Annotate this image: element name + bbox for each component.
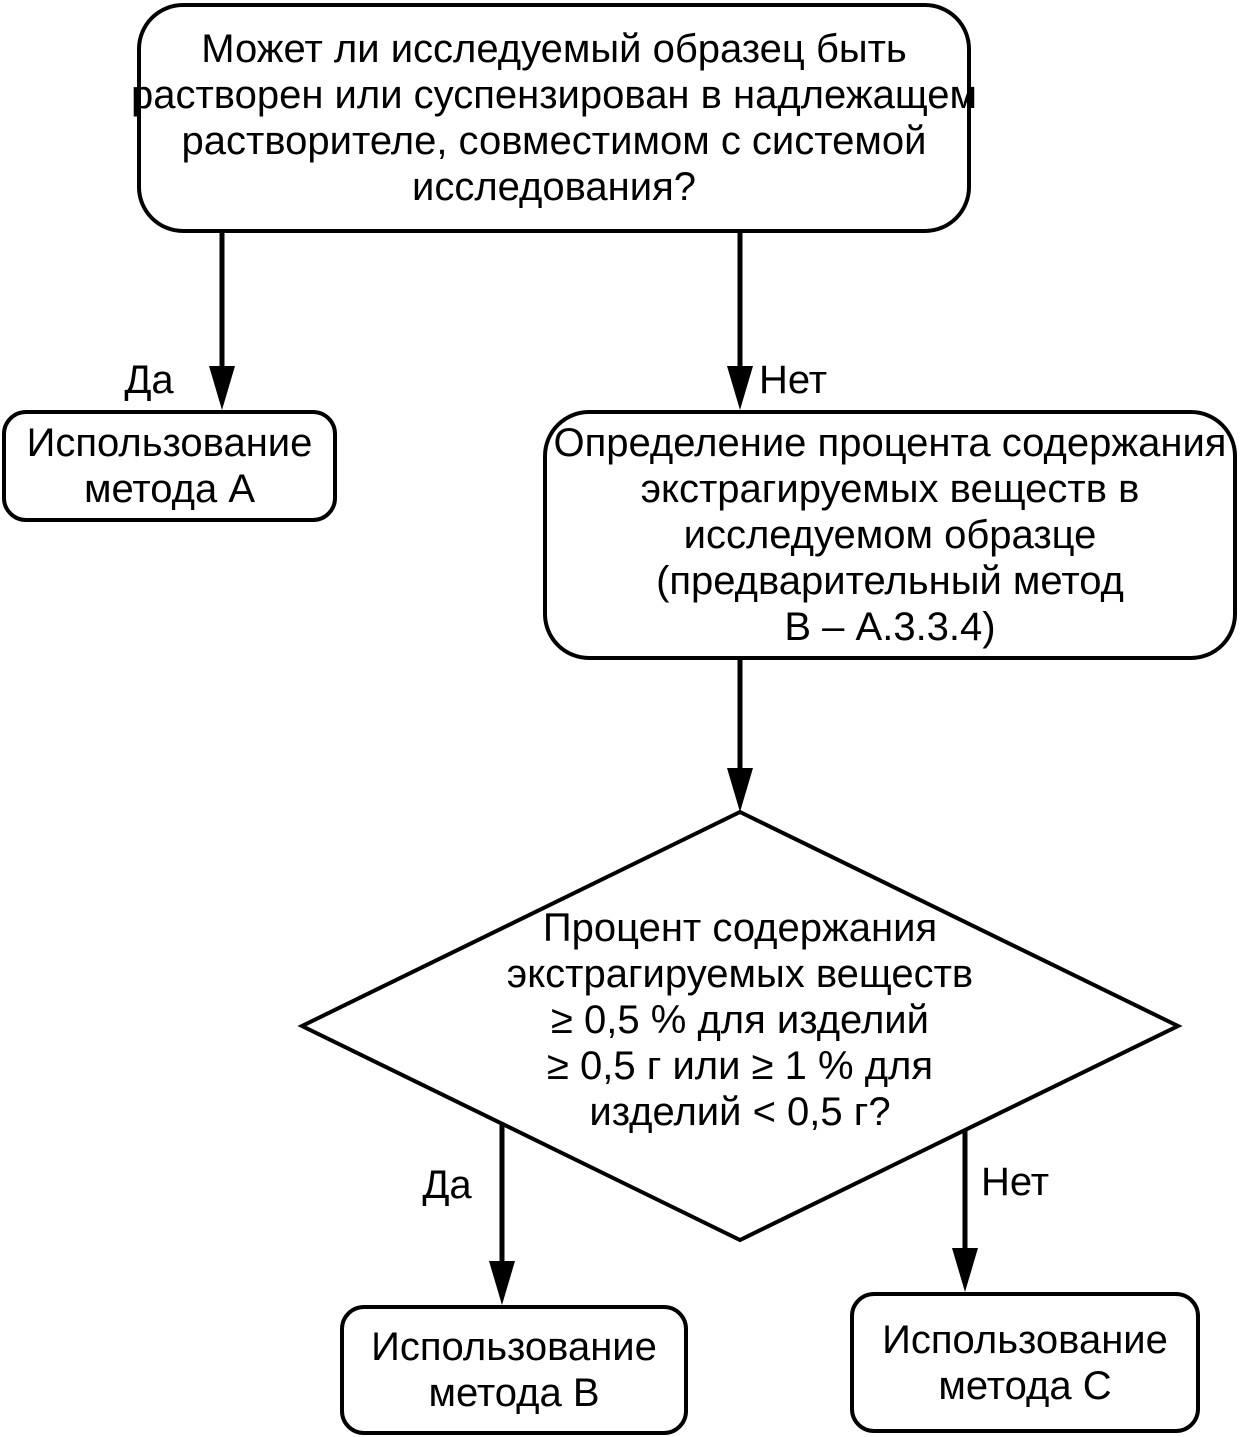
node-method-b-text: Использование метода В <box>371 1324 657 1416</box>
text-line: Использование <box>26 421 313 465</box>
node-solubility-question: Может ли исследуемый образец быть раство… <box>131 3 977 233</box>
edge-label-no2: Нет <box>980 1160 1050 1204</box>
text-line: изделий < 0,5 г? <box>589 1090 891 1134</box>
edge-label-yes2: Да <box>422 1163 472 1207</box>
text-line: Использование <box>371 1325 657 1369</box>
decision-diamond-shape <box>297 809 1183 1243</box>
edge-to-decision-arrowhead-icon <box>727 768 753 812</box>
text-line: растворителе, совместимом с системой <box>181 119 927 163</box>
text-line: ≥ 0,5 % для изделий <box>550 998 929 1042</box>
text-line: экстрагируемых веществ <box>506 952 974 996</box>
text-line: исследования? <box>411 165 697 209</box>
text-line: Использование <box>882 1317 1168 1362</box>
text-line: Может ли исследуемый образец быть <box>201 27 907 71</box>
edge-no1-arrowhead-icon <box>727 366 753 410</box>
text-line: исследуемом образце <box>683 513 1097 557</box>
text-line: В – А.3.3.4) <box>784 605 996 649</box>
text-line: Определение процента содержания <box>553 421 1227 465</box>
text-line: (предварительный метод <box>656 559 1124 603</box>
node-method-c-text: Использование метода С <box>882 1317 1168 1409</box>
node-method-c: Использование метода С <box>850 1292 1200 1433</box>
node-method-a: Использование метода А <box>2 410 337 522</box>
node-extractables-determination-text: Определение процента содержания экстраги… <box>554 420 1227 650</box>
edge-label-yes1: Да <box>124 358 174 402</box>
text-line: метода С <box>938 1363 1112 1408</box>
text-line: ≥ 0,5 г или ≥ 1 % для <box>546 1044 934 1088</box>
text-line: метода В <box>428 1371 600 1415</box>
text-line: метода А <box>83 467 256 511</box>
node-method-a-text: Использование метода А <box>27 420 313 512</box>
text-line: Процент содержания <box>542 906 938 950</box>
edge-no2-arrowhead-icon <box>952 1248 978 1292</box>
node-extractables-determination: Определение процента содержания экстраги… <box>543 410 1237 660</box>
decision-diamond-text: Процент содержания экстрагируемых вещест… <box>450 902 1030 1138</box>
edge-yes2-arrowhead-icon <box>489 1261 515 1305</box>
node-method-b: Использование метода В <box>340 1305 688 1435</box>
node-solubility-question-text: Может ли исследуемый образец быть раство… <box>131 26 977 210</box>
text-line: экстрагируемых веществ в <box>640 467 1140 511</box>
edge-label-no1: Нет <box>758 358 828 402</box>
text-line: растворен или суспензирован в надлежащем <box>130 73 978 117</box>
edge-yes1-arrowhead-icon <box>209 366 235 410</box>
